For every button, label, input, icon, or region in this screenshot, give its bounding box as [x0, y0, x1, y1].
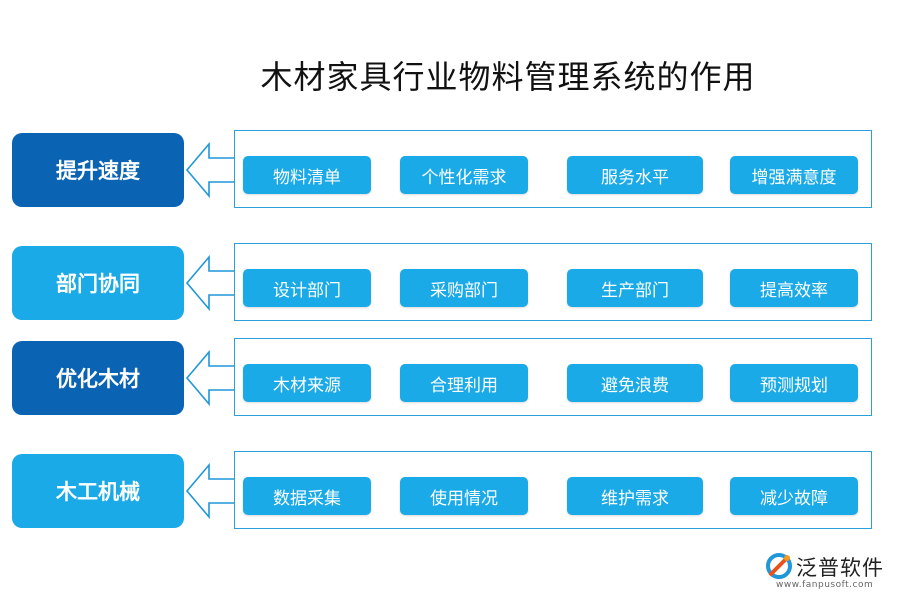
- item-chip: 生产部门: [567, 269, 703, 307]
- row-machinery: 木工机械 数据采集 使用情况 维护需求 减少故障: [0, 451, 900, 531]
- arrow-left-icon: [185, 254, 237, 312]
- item-chip: 数据采集: [243, 477, 371, 515]
- category-block: 优化木材: [12, 341, 184, 415]
- page-title: 木材家具行业物料管理系统的作用: [260, 58, 756, 96]
- logo-url: www.fanpusoft.com: [776, 580, 874, 590]
- item-chip: 设计部门: [243, 269, 371, 307]
- row-wood-optimization: 优化木材 木材来源 合理利用 避免浪费 预测规划: [0, 338, 900, 418]
- item-chip: 合理利用: [400, 364, 528, 402]
- arrow-left-icon: [185, 349, 237, 407]
- category-block: 木工机械: [12, 454, 184, 528]
- row-collaboration: 部门协同 设计部门 采购部门 生产部门 提高效率: [0, 243, 900, 323]
- item-chip: 避免浪费: [567, 364, 703, 402]
- arrow-left-icon: [185, 462, 237, 520]
- item-chip: 提高效率: [730, 269, 858, 307]
- item-chip: 木材来源: [243, 364, 371, 402]
- category-block: 部门协同: [12, 246, 184, 320]
- category-block: 提升速度: [12, 133, 184, 207]
- brand-logo: 泛普软件 www.fanpusoft.com: [762, 550, 894, 596]
- item-chip: 物料清单: [243, 156, 371, 194]
- item-chip: 使用情况: [400, 477, 528, 515]
- row-speed: 提升速度 物料清单 个性化需求 服务水平 增强满意度: [0, 130, 900, 210]
- item-chip: 采购部门: [400, 269, 528, 307]
- item-chip: 预测规划: [730, 364, 858, 402]
- item-chip: 增强满意度: [730, 156, 858, 194]
- fanpu-logo-icon: [766, 553, 792, 579]
- item-chip: 个性化需求: [400, 156, 528, 194]
- logo-name: 泛普软件: [796, 556, 884, 580]
- item-chip: 服务水平: [567, 156, 703, 194]
- arrow-left-icon: [185, 141, 237, 199]
- item-chip: 减少故障: [730, 477, 858, 515]
- item-chip: 维护需求: [567, 477, 703, 515]
